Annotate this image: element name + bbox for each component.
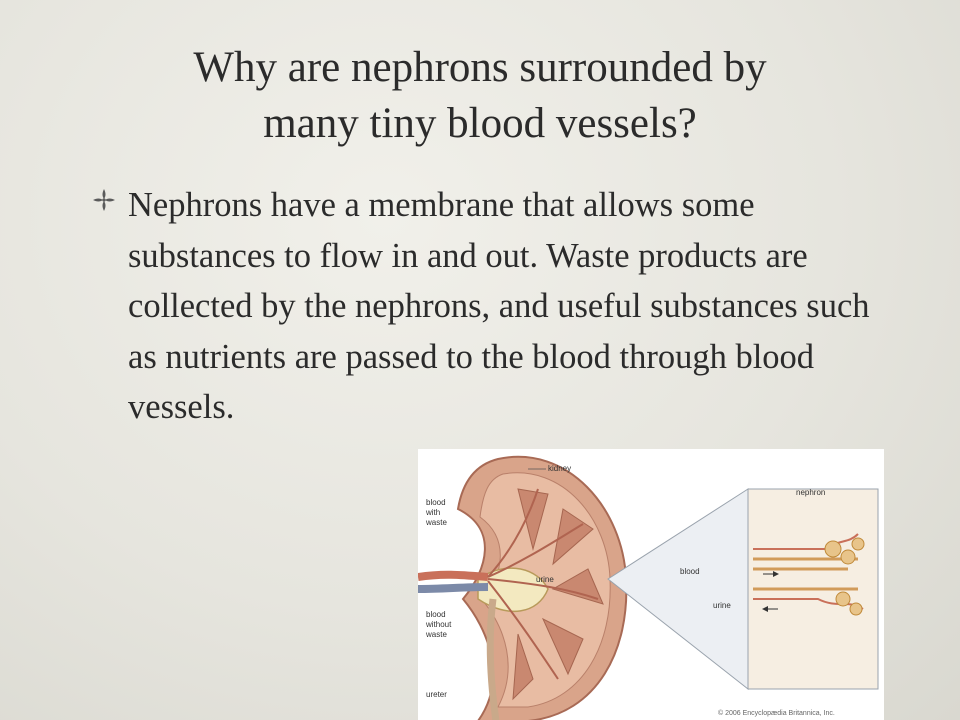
label-blood-detail: blood — [680, 567, 700, 576]
slide-title-line-2: many tiny blood vessels? — [263, 100, 697, 147]
magnification-cone — [607, 488, 749, 691]
renal-vein — [418, 583, 489, 593]
label-kidney: kidney — [548, 464, 571, 473]
slide-title-line-1: Why are nephrons surrounded by — [193, 44, 767, 91]
kidney-diagram-svg: kidney blood with waste blood without wa… — [418, 455, 879, 720]
label-blood-with-waste-2: with — [425, 508, 440, 517]
renal-artery — [418, 570, 489, 581]
label-ureter: ureter — [426, 690, 447, 699]
label-blood-without-waste-1: blood — [426, 610, 446, 619]
label-blood-without-waste-2: without — [425, 620, 452, 629]
label-blood-with-waste-3: waste — [425, 518, 447, 527]
label-urine-detail: urine — [713, 601, 731, 610]
diamond-flower-bullet-icon — [93, 189, 115, 211]
ureter — [486, 598, 500, 720]
kidney-diagram-image: kidney blood with waste blood without wa… — [418, 449, 884, 720]
image-copyright: © 2006 Encyclopædia Britannica, Inc. — [718, 709, 835, 717]
label-blood-without-waste-3: waste — [425, 630, 447, 639]
label-blood-with-waste-1: blood — [426, 498, 446, 507]
slide-title: Why are nephrons surrounded by many tiny… — [60, 40, 900, 152]
label-nephron: nephron — [796, 488, 825, 497]
label-urine-kidney: urine — [536, 575, 554, 584]
bullet-paragraph: Nephrons have a membrane that allows som… — [128, 186, 870, 426]
